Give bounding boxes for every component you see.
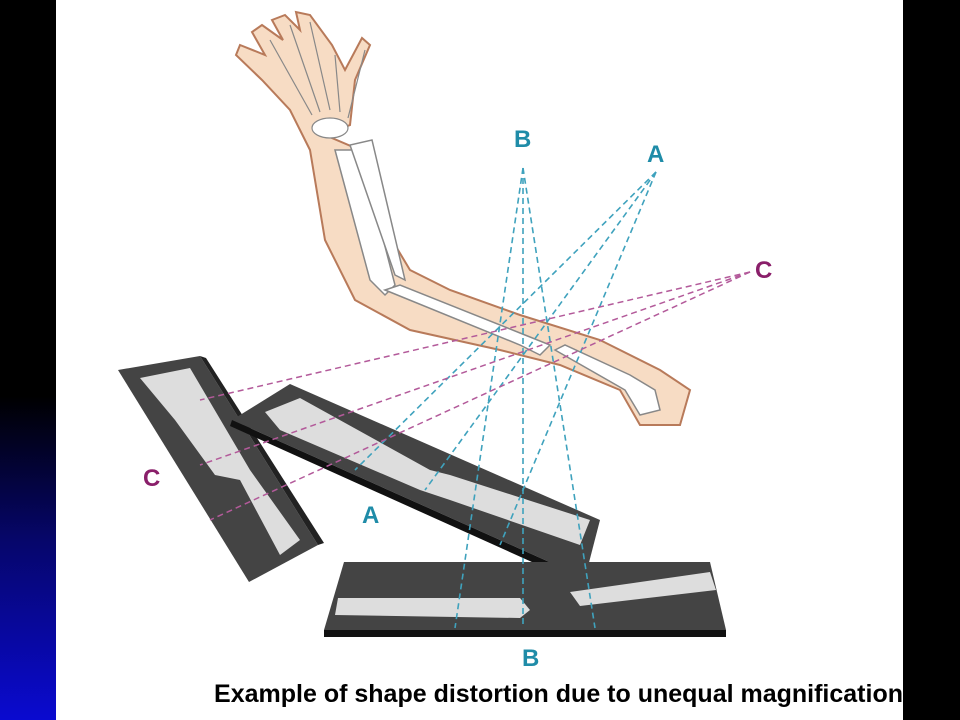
film-b-label: B bbox=[522, 645, 539, 672]
source-c-label: C bbox=[755, 257, 772, 284]
film-b bbox=[324, 562, 726, 637]
film-c bbox=[118, 356, 324, 582]
right-black-band bbox=[903, 0, 960, 720]
beam-lines-c bbox=[199, 271, 751, 521]
film-a-label: A bbox=[362, 502, 379, 529]
film-c-label: C bbox=[143, 465, 160, 492]
source-b-label: B bbox=[514, 126, 531, 153]
left-decor-band bbox=[0, 0, 56, 720]
film-a bbox=[230, 384, 600, 585]
beam-lines-a bbox=[354, 171, 657, 546]
source-a-label: A bbox=[647, 141, 664, 168]
arm-illustration bbox=[234, 10, 692, 426]
beam-lines-b bbox=[454, 167, 596, 629]
diagram-caption: Example of shape distortion due to unequ… bbox=[214, 680, 903, 708]
